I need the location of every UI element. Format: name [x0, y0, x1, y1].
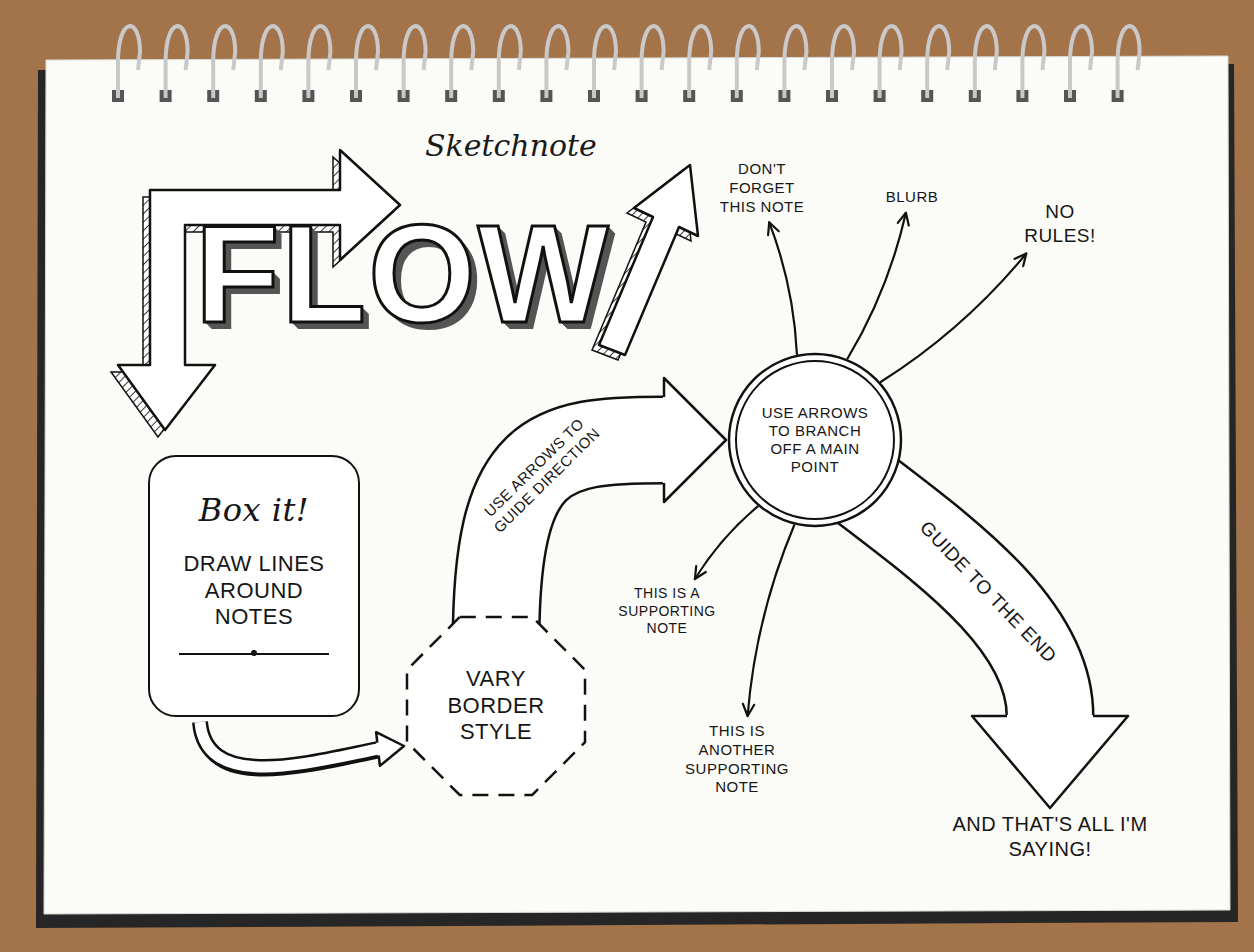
branch-arrow — [848, 213, 909, 358]
node-content: THIS IS A SUPPORTING NOTE — [608, 585, 726, 638]
main-point-circle: USE ARROWS TO BRANCH OFF A MAIN POINT — [727, 352, 903, 528]
branch-line — [748, 526, 795, 717]
band-fill — [200, 722, 378, 767]
node-text: THIS IS ANOTHER SUPPORTING NOTE — [672, 722, 802, 797]
branch-line — [769, 222, 797, 354]
node-content: AND THAT'S ALL I'M SAYING! — [950, 812, 1150, 862]
supporting-note: THIS IS ANOTHER SUPPORTING NOTE — [672, 722, 802, 797]
binding-loop — [1118, 26, 1140, 98]
arrowhead-outline — [664, 378, 726, 502]
branch-arrow — [881, 254, 1026, 382]
binding-loop — [451, 26, 473, 98]
binding-loop — [975, 26, 997, 98]
flow-arrow — [496, 378, 726, 645]
arrowhead — [1015, 254, 1027, 267]
binding-loop — [404, 26, 426, 98]
branch-line — [848, 213, 906, 358]
arrow-label: GUIDE TO THE END — [915, 516, 1061, 667]
octagon — [407, 617, 585, 795]
binding-loop — [1070, 26, 1092, 98]
binding-loop — [880, 26, 902, 98]
node-text: NO RULES! — [1010, 200, 1110, 248]
node-text: DON'T FORGET THIS NOTE — [712, 160, 812, 216]
flow-arrow — [862, 487, 1128, 808]
binding-loop — [546, 26, 568, 98]
node-body: DRAW LINES AROUND NOTES — [164, 551, 344, 630]
node-content: DON'T FORGET THIS NOTE — [712, 160, 812, 216]
band-fill — [862, 487, 1050, 716]
branch-line — [881, 254, 1026, 382]
binding-loop — [832, 26, 854, 98]
node-content: BLURB — [872, 188, 952, 207]
node-content: USE ARROWS TO BRANCH OFF A MAIN POINT — [754, 404, 877, 476]
arrowhead-outline — [376, 732, 404, 766]
spiral-binding — [112, 26, 1140, 102]
binding-loop — [118, 26, 140, 98]
node-text: THIS IS A SUPPORTING NOTE — [608, 585, 726, 638]
branch-note: NO RULES! — [1010, 200, 1110, 248]
flow-arrow — [200, 722, 404, 772]
closing-note: AND THAT'S ALL I'M SAYING! — [950, 812, 1150, 862]
arrow-label: USE ARROWS TO GUIDE DIRECTION — [469, 403, 612, 544]
supporting-note: THIS IS A SUPPORTING NOTE — [608, 585, 726, 638]
binding-loop — [642, 26, 664, 98]
node-text: VARY BORDER STYLE — [431, 666, 562, 745]
branch-line — [695, 507, 758, 579]
binding-loop — [784, 26, 806, 98]
arrowhead — [695, 566, 706, 579]
inner-ring — [736, 361, 894, 519]
title-lettering: FLOW — [195, 205, 611, 343]
branch-note: DON'T FORGET THIS NOTE — [712, 160, 812, 216]
arrowhead — [743, 704, 754, 716]
branch-arrow — [695, 507, 758, 579]
divider-line — [179, 653, 329, 655]
outer-ring — [729, 354, 901, 526]
arrowhead-fill — [375, 732, 404, 766]
node-text: Box it! — [199, 491, 309, 529]
binding-loop — [737, 26, 759, 98]
arrowhead — [898, 213, 909, 226]
node-content: NO RULES! — [1010, 200, 1110, 248]
binding-loop — [213, 26, 235, 98]
note-box: Box it! DRAW LINES AROUND NOTES — [148, 455, 360, 717]
divider-dot — [251, 650, 257, 656]
binding-loop — [308, 26, 330, 98]
branch-arrow — [743, 526, 794, 717]
binding-loop — [1022, 26, 1044, 98]
band-outline — [862, 487, 1050, 716]
branch-arrow — [768, 222, 797, 354]
band-outline — [200, 722, 378, 767]
sketch-label: Sketchnote — [425, 128, 597, 163]
branch-note: BLURB — [872, 188, 952, 207]
node-text: USE ARROWS TO BRANCH OFF A MAIN POINT — [754, 404, 877, 476]
node-content: Box it! DRAW LINES AROUND NOTES — [164, 491, 344, 655]
arrowhead — [768, 222, 779, 235]
arrowhead-fill — [663, 378, 726, 502]
binding-loop — [689, 26, 711, 98]
notebook-page — [44, 56, 1230, 914]
binding-loop — [927, 26, 949, 98]
node-text: AND THAT'S ALL I'M SAYING! — [950, 812, 1150, 862]
binding-loop — [356, 26, 378, 98]
binding-loop — [261, 26, 283, 98]
arrowhead-outline — [972, 716, 1128, 808]
binding-loop — [166, 26, 188, 98]
arrowhead-fill — [972, 715, 1128, 808]
binding-loop — [499, 26, 521, 98]
binding-loop — [594, 26, 616, 98]
node-content: THIS IS ANOTHER SUPPORTING NOTE — [672, 722, 802, 797]
node-content: VARY BORDER STYLE — [431, 666, 562, 745]
node-text: BLURB — [872, 188, 952, 207]
dashed-octagon: VARY BORDER STYLE — [405, 615, 587, 797]
